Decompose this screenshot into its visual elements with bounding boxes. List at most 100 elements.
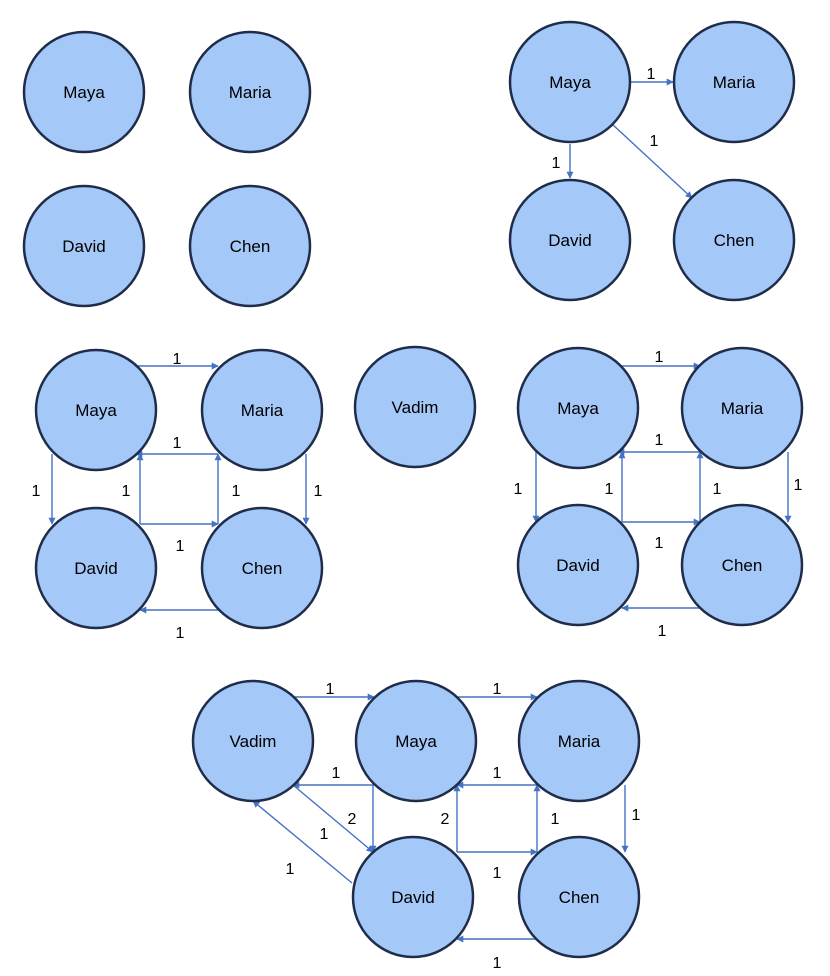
edge-arrow [252,800,353,884]
edge-weight-label: 1 [658,623,667,640]
node-circle [672,178,796,302]
edge-weight-label: 1 [173,351,182,368]
edge-weight-label: 1 [32,483,41,500]
edge-weight-label: 1 [320,826,329,843]
node-label: Chen [722,556,763,575]
node-label: Maria [229,83,272,102]
node-maria: Maria [200,348,324,472]
node-label: Chen [230,237,271,256]
edge-weight-label: 1 [647,66,656,83]
node-circle [680,346,804,470]
node-circle [188,30,312,154]
node-maria: Maria [517,679,641,803]
node-chen: Chen [517,835,641,959]
edge-arrow [292,784,374,853]
node-david: David [508,178,632,302]
node-label: Chen [242,559,283,578]
node-label: Maria [721,399,764,418]
node-maria: Maria [680,346,804,470]
edge-weight-label: 1 [232,483,241,500]
edge-weight-label: 1 [655,535,664,552]
edge-weight-label: 1 [655,349,664,366]
node-chen: Chen [680,503,804,627]
node-david: David [34,506,158,630]
edge-weight-label: 1 [552,155,561,172]
node-label: Vadim [392,398,439,417]
node-label: Maya [63,83,105,102]
node-circle [680,503,804,627]
node-circle [354,679,478,803]
node-label: David [391,888,434,907]
node-label: David [74,559,117,578]
node-circle [22,30,146,154]
edge-weight-label: 1 [632,807,641,824]
edge-david-to-vadim [252,800,353,884]
edge-weight-label: 1 [493,865,502,882]
node-label: Maria [558,732,601,751]
edge-weight-label: 1 [650,133,659,150]
node-maya: Maya [34,348,158,472]
node-circle [200,348,324,472]
edge-vadim-to-david [292,784,374,853]
node-circle [34,348,158,472]
edge-maya-to-chen [611,123,693,199]
node-circle [508,178,632,302]
node-maya: Maya [354,679,478,803]
node-label: Maria [241,401,284,420]
edge-weight-label: 1 [326,681,335,698]
node-circle [188,184,312,308]
node-maya: Maya [508,20,632,144]
node-maya: Maya [516,346,640,470]
node-label: Maria [713,73,756,92]
node-chen: Chen [200,506,324,630]
node-label: David [548,231,591,250]
node-circle [353,345,477,469]
node-chen: Chen [188,184,312,308]
node-circle [22,184,146,308]
node-circle [517,679,641,803]
edge-weight-label: 1 [122,483,131,500]
node-circle [672,20,796,144]
edge-weight-label: 2 [348,811,357,828]
node-label: Maya [75,401,117,420]
node-circle [34,506,158,630]
edge-weight-label: 1 [493,765,502,782]
edge-weight-label: 2 [441,811,450,828]
edge-weight-label: 1 [493,955,502,972]
node-label: David [556,556,599,575]
edge-weight-label: 1 [173,435,182,452]
node-label: Maya [549,73,591,92]
edge-weight-label: 1 [551,811,560,828]
edge-weight-label: 1 [605,481,614,498]
edge-arrow [611,123,693,199]
node-circle [517,835,641,959]
edge-weight-label: 1 [655,432,664,449]
edge-weight-label: 1 [493,681,502,698]
node-david: David [351,835,475,959]
node-circle [351,835,475,959]
edge-weight-label: 1 [514,481,523,498]
node-vadim: Vadim [353,345,477,469]
node-label: Chen [714,231,755,250]
node-david: David [516,503,640,627]
edge-weight-label: 1 [332,765,341,782]
edge-weight-label: 1 [176,625,185,642]
node-chen: Chen [672,178,796,302]
node-label: Vadim [230,732,277,751]
node-david: David [22,184,146,308]
node-maria: Maria [672,20,796,144]
node-circle [516,346,640,470]
node-circle [200,506,324,630]
node-circle [191,679,315,803]
edge-weight-label: 1 [794,477,803,494]
node-circle [516,503,640,627]
edge-weight-label: 1 [176,538,185,555]
node-circle [508,20,632,144]
edge-weight-label: 1 [713,481,722,498]
node-maria: Maria [188,30,312,154]
edge-weight-label: 1 [286,861,295,878]
node-label: Maya [557,399,599,418]
node-label: Maya [395,732,437,751]
node-maya: Maya [22,30,146,154]
node-vadim: Vadim [191,679,315,803]
